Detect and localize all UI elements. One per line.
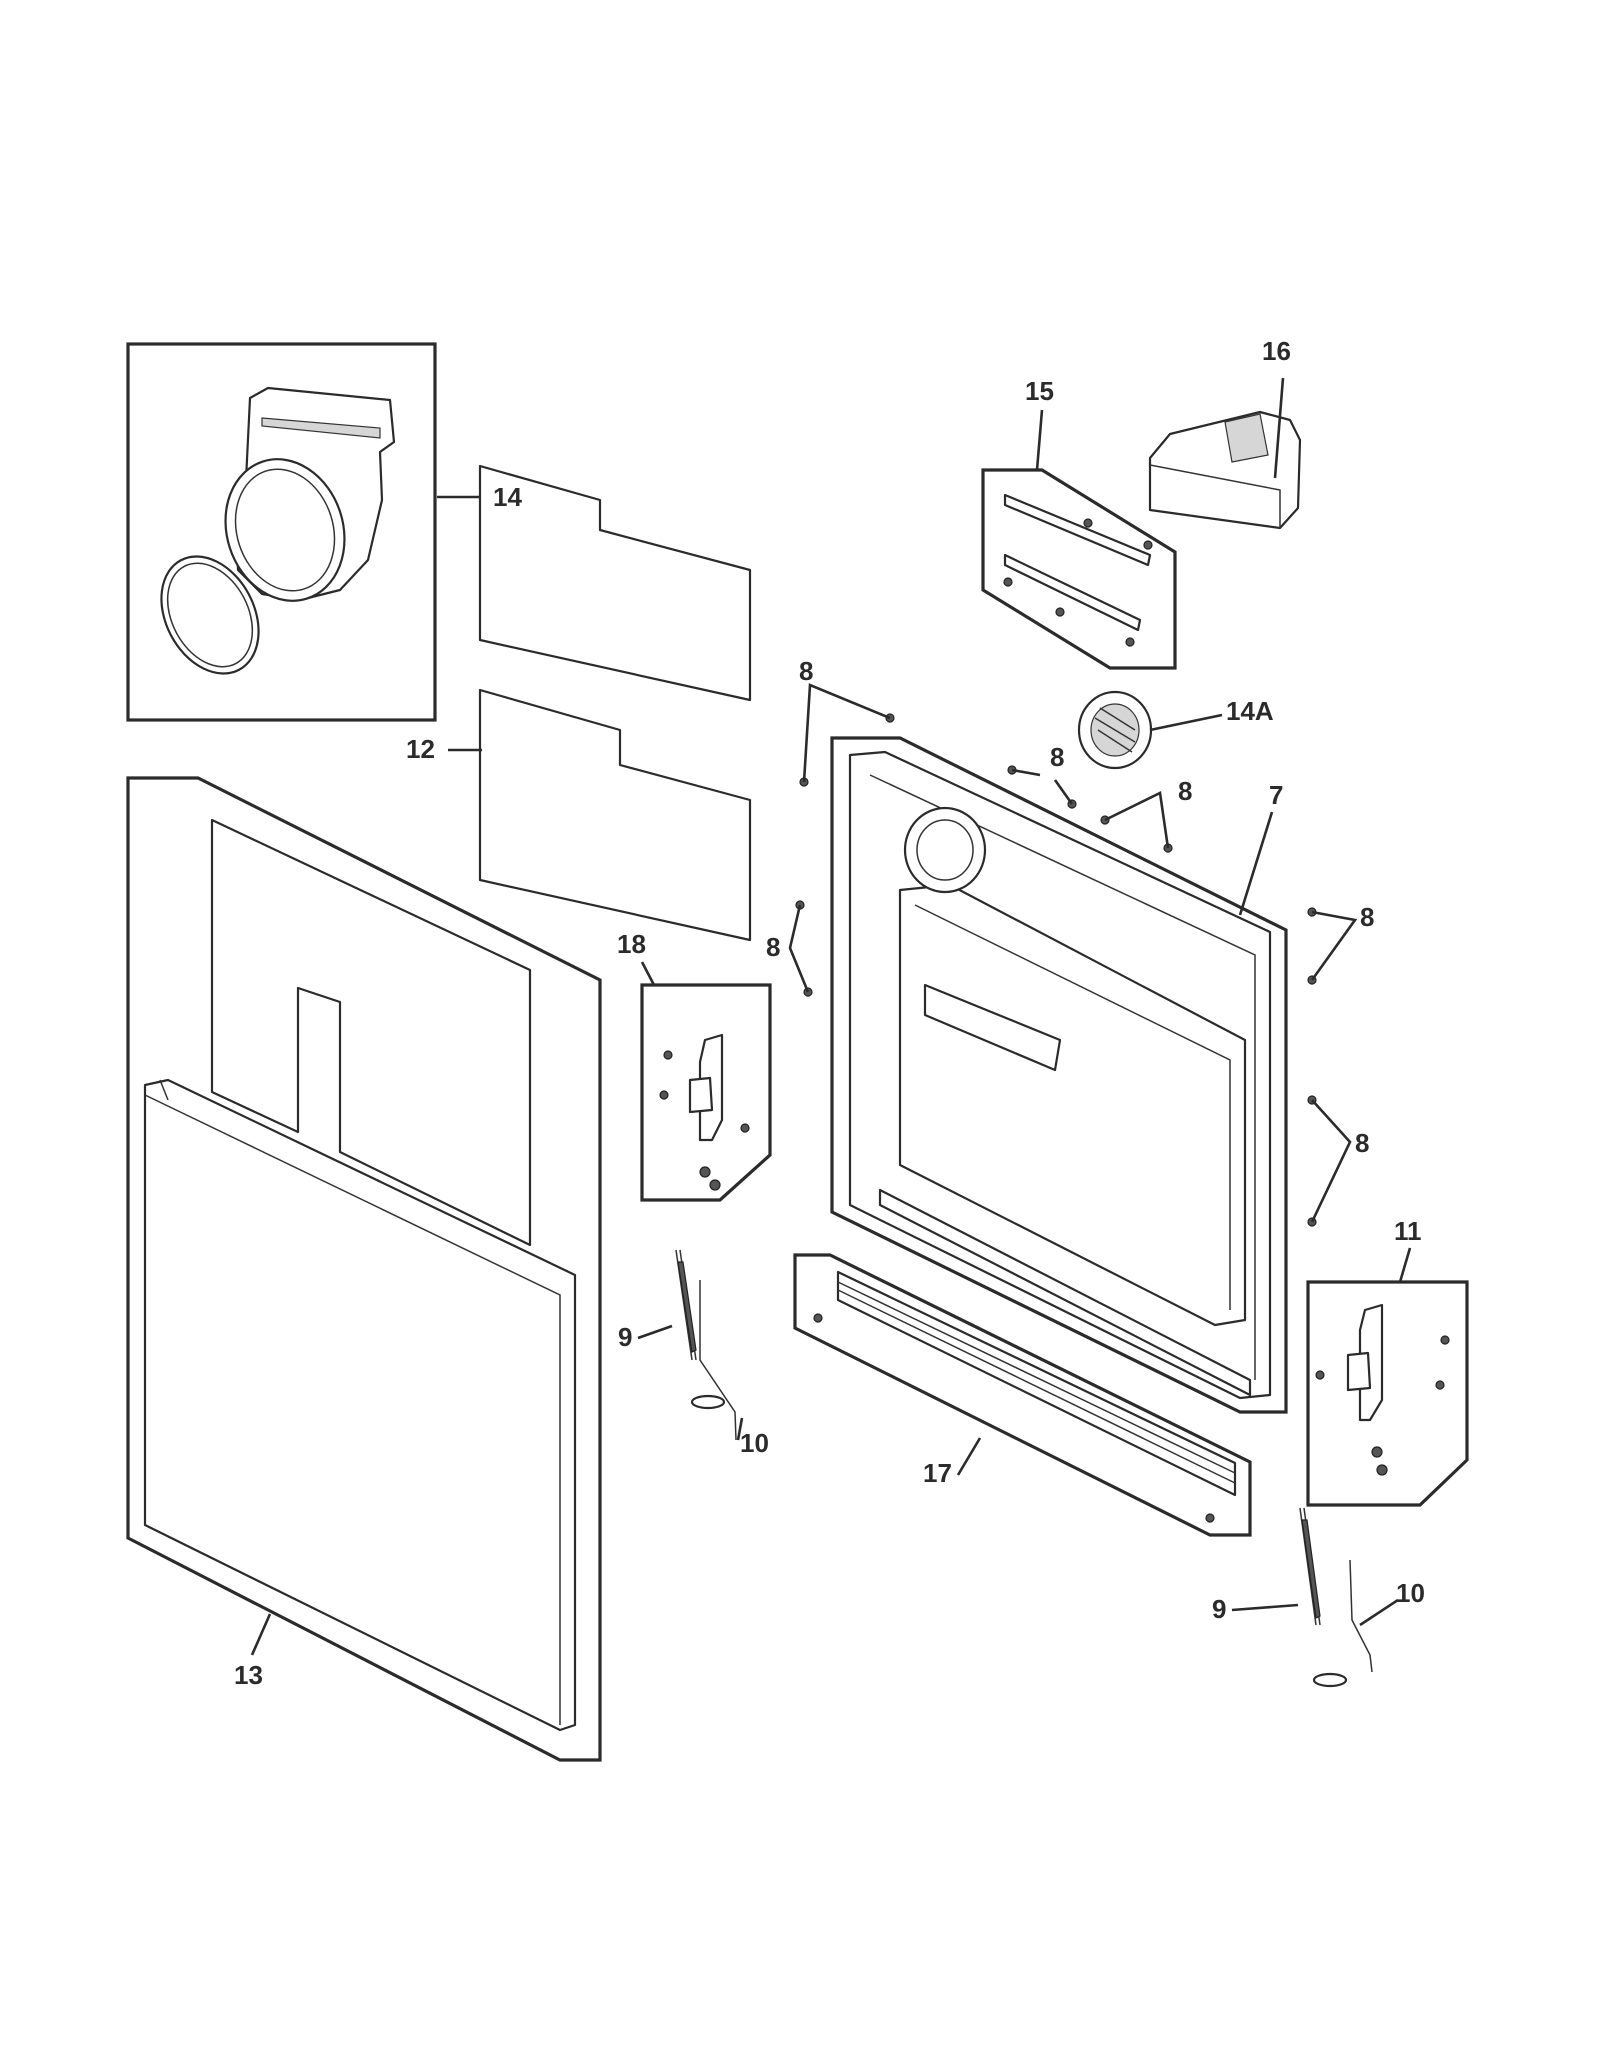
part-18-box: [640, 983, 772, 1202]
callout-8-e: 8: [1360, 902, 1374, 932]
part-15-box: [981, 468, 1177, 670]
insulation-sheet-upper: [478, 464, 752, 702]
part-17-bottom-trim: [793, 1253, 1252, 1537]
part-16-control-module: [1148, 377, 1302, 530]
part-14-box: [126, 342, 437, 722]
callout-16: 16: [1262, 336, 1291, 366]
callout-labels: 7 8 8 8 8 8 8 9 9 10 10 11 12 13 14 14A …: [234, 336, 1425, 1690]
part-13-outline: [126, 776, 602, 1762]
part-9-10-left: [637, 1249, 744, 1441]
part-14-vent-assembly: [126, 342, 488, 722]
callout-15: 15: [1025, 376, 1054, 406]
callout-18: 18: [617, 929, 646, 959]
callout-12: 12: [406, 734, 435, 764]
callout-10-right: 10: [1396, 1578, 1425, 1608]
part-11-box: [1306, 1280, 1469, 1507]
callout-13: 13: [234, 1660, 263, 1690]
part-15-trim-strips: [981, 409, 1177, 670]
part-11-right-hinge: [1306, 1247, 1469, 1507]
part-8-screws: [788, 683, 1358, 1227]
callout-14a: 14A: [1226, 696, 1274, 726]
part-17-outline: [793, 1253, 1252, 1537]
door-skin: [143, 1078, 577, 1732]
part-13-outer-door-panel: [126, 776, 602, 1762]
part-18-left-hinge: [640, 961, 772, 1202]
callout-10-left: 10: [740, 1428, 769, 1458]
part-9-10-right: [1231, 1507, 1399, 1688]
vent-seal-ring: [160, 555, 260, 675]
callout-8-c: 8: [1178, 776, 1192, 806]
callout-8-d: 8: [766, 932, 780, 962]
callout-14: 14: [493, 482, 522, 512]
callout-8-f: 8: [1355, 1128, 1369, 1158]
callout-9-left: 9: [618, 1322, 632, 1352]
callout-7: 7: [1269, 780, 1283, 810]
part-7-outline: [830, 736, 1288, 1414]
inner-insulation-panel: [210, 818, 532, 1247]
callout-8-b: 8: [1050, 742, 1064, 772]
callout-8-a: 8: [799, 656, 813, 686]
part-14a-vent-grille: [1077, 690, 1223, 770]
callout-9-right: 9: [1212, 1594, 1226, 1624]
callout-17: 17: [923, 1458, 952, 1488]
part-12-insulation: [448, 464, 752, 942]
door-cable-right: [1349, 1559, 1373, 1673]
liner-window: [923, 983, 1062, 1072]
insulation-sheet-lower: [478, 688, 752, 942]
door-cable-left: [699, 1280, 737, 1441]
callout-11: 11: [1394, 1216, 1422, 1246]
part-7-inner-door: [830, 736, 1288, 1414]
